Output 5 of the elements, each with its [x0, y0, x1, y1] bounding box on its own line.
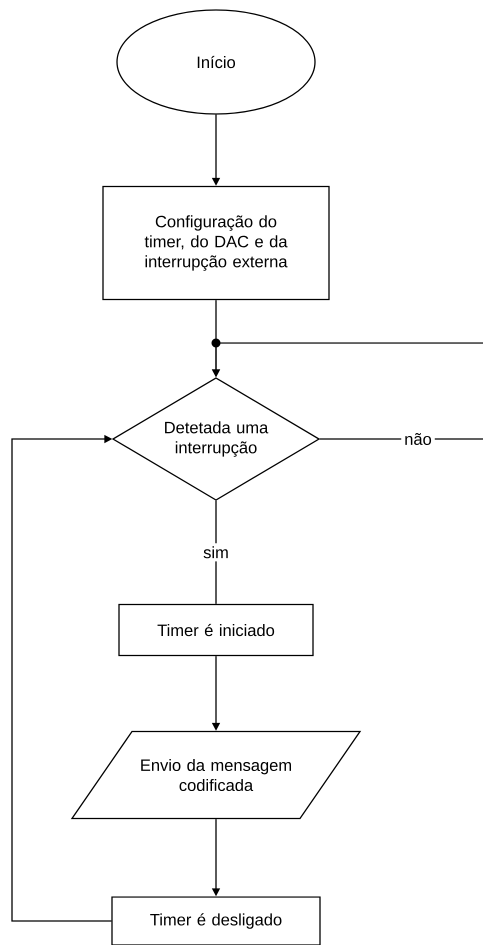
edge-label: sim — [200, 543, 232, 562]
process-box: Timer é iniciado — [118, 604, 314, 656]
process-box: Configuração do timer, do DAC e da interrupção externa — [102, 186, 330, 300]
edge-label: não — [401, 430, 435, 448]
process-box: Timer é desligado — [111, 896, 321, 945]
